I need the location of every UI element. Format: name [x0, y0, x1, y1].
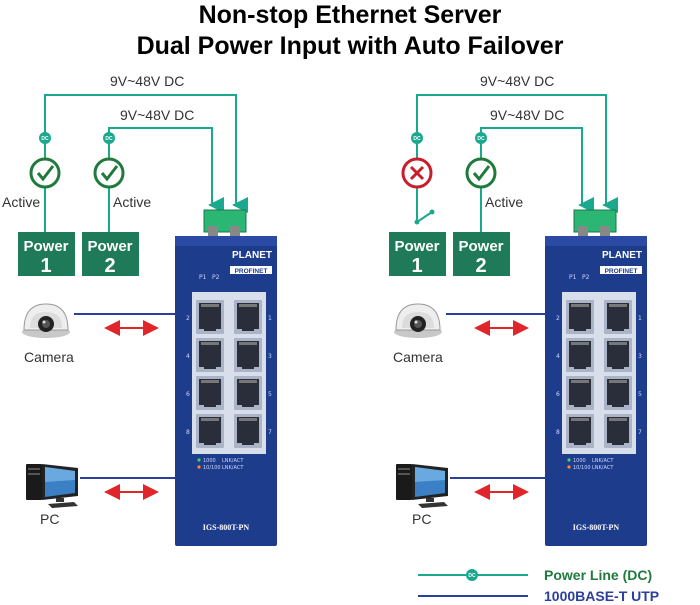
- port-number: 1: [268, 315, 272, 322]
- port-number: 7: [268, 429, 272, 436]
- legend-power-line-label: Power Line (DC): [544, 567, 652, 583]
- port-number: 4: [556, 353, 560, 360]
- switch-badge: PROFINET: [235, 268, 268, 275]
- left-power1-state: Active: [2, 194, 40, 210]
- right-power2-state: Active: [485, 194, 523, 210]
- check-circle-icon: [93, 157, 125, 189]
- led-label: LNK/ACT: [222, 465, 244, 471]
- port-number: 8: [186, 429, 190, 436]
- power-label: Power: [87, 238, 132, 255]
- camera-icon: [21, 303, 71, 339]
- switch-badge: PROFINET: [605, 268, 638, 275]
- left-voltage-outer: 9V~48V DC: [110, 73, 184, 89]
- port-number: 6: [186, 391, 190, 398]
- left-switch: PLANET PROFINET P1 P2 2 4 6 8 1 3 5 7 10…: [175, 236, 277, 546]
- legend-dc-badge: DC: [468, 573, 476, 579]
- port-number: 5: [638, 391, 642, 398]
- led-label: 10/100: [203, 465, 221, 471]
- check-circle-icon: [465, 157, 497, 189]
- right-panel: 9V~48V DC 9V~48V DC DC DC Active P: [389, 73, 647, 546]
- led-label: LNK/ACT: [592, 465, 614, 471]
- legend: DC Power Line (DC) 1000BASE-T UTP: [418, 567, 659, 604]
- switch-model: IGS-800T-PN: [203, 523, 250, 532]
- power-number: 1: [40, 255, 51, 277]
- switch-p2: P2: [582, 274, 590, 281]
- power-label: Power: [394, 238, 439, 255]
- port-number: 8: [556, 429, 560, 436]
- left-power1-box: Power 1: [18, 232, 75, 277]
- right-power1-box: Power 1: [389, 232, 446, 277]
- led-label: LNK/ACT: [592, 458, 614, 464]
- left-pc-label: PC: [40, 511, 59, 527]
- left-power2-state: Active: [113, 194, 151, 210]
- led-label: 10/100: [573, 465, 591, 471]
- led-label: 1000: [573, 458, 586, 464]
- right-pc-label: PC: [412, 511, 431, 527]
- right-switch: PLANET PROFINET P1 P2 2 4 6 8 1 3 5 7 10…: [545, 236, 647, 546]
- right-voltage-outer: 9V~48V DC: [480, 73, 554, 89]
- left-dc-badge-2: DC: [103, 132, 115, 144]
- left-power2-box: Power 2: [82, 232, 139, 277]
- port-number: 7: [638, 429, 642, 436]
- dc-badge-label: DC: [477, 136, 485, 142]
- right-camera-label: Camera: [393, 349, 443, 365]
- left-dc-badge-1: DC: [39, 132, 51, 144]
- left-power-line-inner: [108, 127, 224, 232]
- power-number: 2: [104, 255, 115, 277]
- left-panel: 9V~48V DC 9V~48V DC DC DC Active Active …: [2, 73, 277, 546]
- title-line-2: Dual Power Input with Auto Failover: [136, 32, 564, 60]
- left-terminal-block: [203, 209, 247, 236]
- right-voltage-inner: 9V~48V DC: [490, 107, 564, 123]
- power-label: Power: [458, 238, 503, 255]
- legend-utp-label: 1000BASE-T UTP: [544, 588, 659, 604]
- left-voltage-inner: 9V~48V DC: [120, 107, 194, 123]
- switch-p1: P1: [199, 274, 207, 281]
- port-number: 2: [556, 315, 560, 322]
- right-terminal-block: [573, 209, 617, 236]
- dc-badge-label: DC: [413, 136, 421, 142]
- port-number: 6: [556, 391, 560, 398]
- open-switch-icon: [414, 209, 435, 225]
- camera-icon: [393, 303, 443, 339]
- switch-p2: P2: [212, 274, 220, 281]
- diagram-title: Non-stop Ethernet Server Dual Power Inpu…: [0, 0, 700, 62]
- pc-icon: [26, 464, 78, 508]
- pc-icon: [396, 464, 448, 508]
- power-number: 1: [411, 255, 422, 277]
- right-dc-badge-2: DC: [475, 132, 487, 144]
- switch-brand: PLANET: [602, 250, 642, 261]
- led-label: 1000: [203, 458, 216, 464]
- switch-brand: PLANET: [232, 250, 272, 261]
- switch-model: IGS-800T-PN: [573, 523, 620, 532]
- dc-badge-label: DC: [105, 136, 113, 142]
- port-number: 5: [268, 391, 272, 398]
- title-line-1: Non-stop Ethernet Server: [198, 1, 502, 29]
- port-number: 3: [268, 353, 272, 360]
- power-number: 2: [475, 255, 486, 277]
- left-camera-label: Camera: [24, 349, 74, 365]
- right-power2-box: Power 2: [453, 232, 510, 277]
- right-dc-badge-1: DC: [411, 132, 423, 144]
- port-number: 1: [638, 315, 642, 322]
- x-circle-icon: [401, 157, 433, 189]
- port-number: 2: [186, 315, 190, 322]
- led-label: LNK/ACT: [222, 458, 244, 464]
- check-circle-icon: [29, 157, 61, 189]
- dc-badge-label: DC: [41, 136, 49, 142]
- right-power-line-inner: [480, 127, 594, 232]
- switch-p1: P1: [569, 274, 577, 281]
- port-number: 3: [638, 353, 642, 360]
- port-number: 4: [186, 353, 190, 360]
- power-label: Power: [23, 238, 68, 255]
